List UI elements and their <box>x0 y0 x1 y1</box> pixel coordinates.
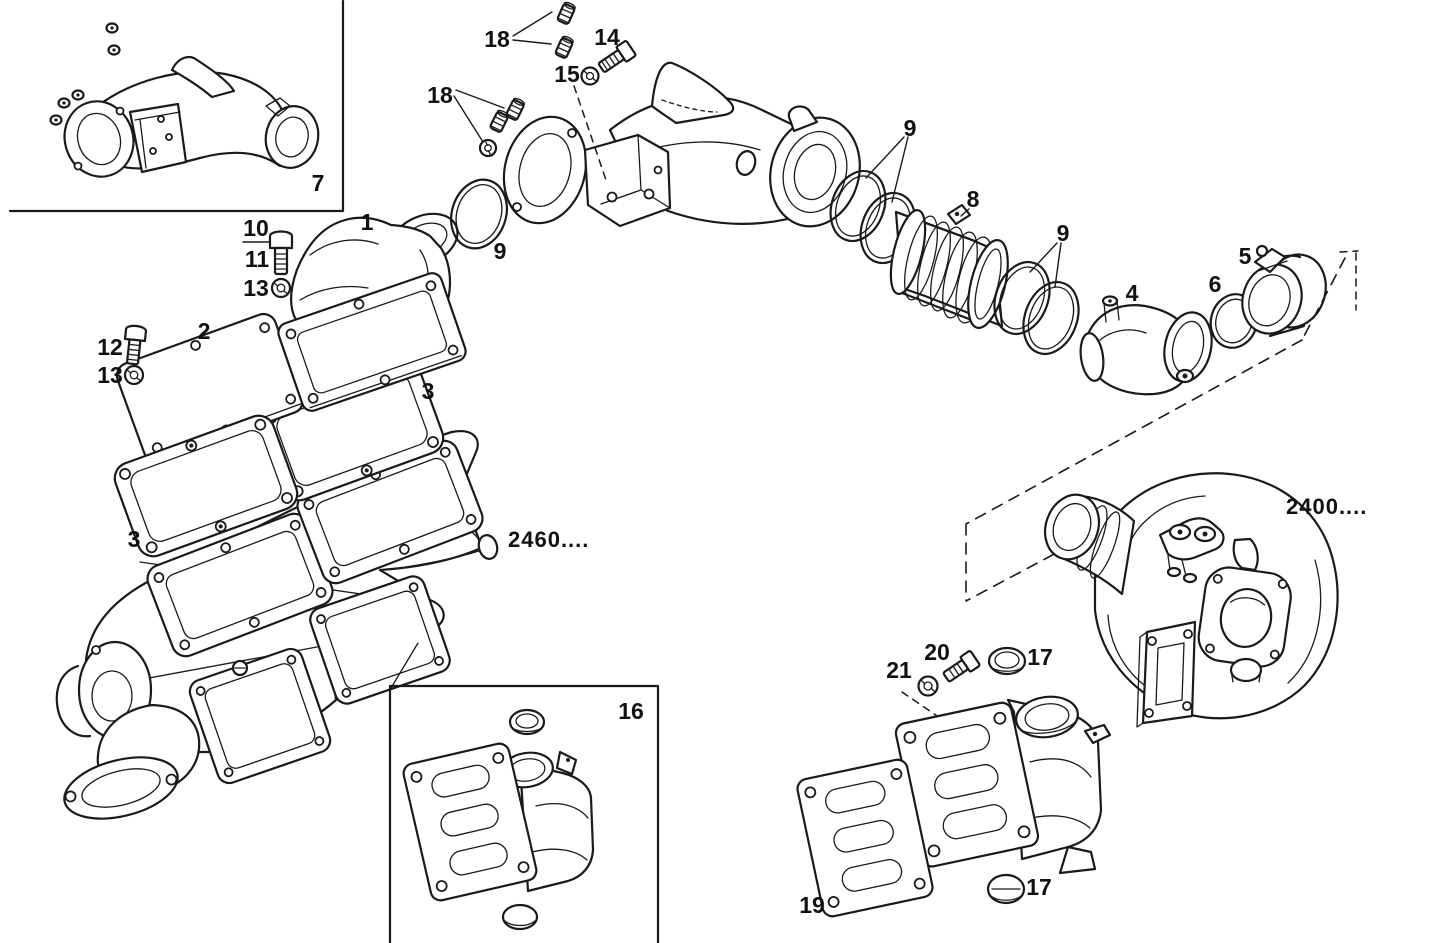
manifold-top-port <box>296 439 484 585</box>
callout-13: 13 <box>97 362 123 388</box>
callout-1: 1 <box>361 209 374 235</box>
callout-10: 10 <box>243 215 269 241</box>
turbocharger-2400 <box>1043 472 1339 728</box>
exhaust-manifold-2460 <box>55 430 499 820</box>
callout-15: 15 <box>554 61 580 87</box>
manifold-front-panel <box>188 647 332 785</box>
clamp-sleeve-5 <box>1241 244 1327 338</box>
bolt-10-11 <box>268 230 294 276</box>
turbo-mount-flange <box>1136 620 1197 728</box>
turbo-inlet <box>1043 493 1136 596</box>
inset-box-16 <box>388 684 660 943</box>
callout-17: 17 <box>1026 874 1052 900</box>
connecting-pipe <box>502 61 861 228</box>
callout-14: 14 <box>594 24 620 50</box>
washer-13-lower <box>123 364 145 386</box>
callout-9: 9 <box>904 115 917 141</box>
bellows-sleeve-8 <box>889 203 1009 329</box>
callout-18: 18 <box>484 26 510 52</box>
riser-gasket-19 <box>796 758 934 918</box>
stud-dots-7 <box>49 22 121 126</box>
callout-labels: 7 18 14 15 18 10 11 13 1 9 12 13 2 3 3 9… <box>97 24 1251 918</box>
inset-box-7 <box>8 0 345 213</box>
exhaust-elbow-1 <box>277 212 467 412</box>
callout-2: 2 <box>198 318 211 344</box>
seal-cap-17-bottom <box>986 873 1026 905</box>
bolt-20 <box>942 650 981 683</box>
washer-13-upper <box>270 277 292 299</box>
callout-20: 20 <box>924 639 950 665</box>
seal-cap-17-top <box>987 646 1027 676</box>
manifold-outlet-elbow <box>63 703 201 820</box>
callout-6: 6 <box>1209 271 1222 297</box>
callout-21: 21 <box>886 657 912 683</box>
callout-12: 12 <box>97 334 123 360</box>
callout-3: 3 <box>422 378 435 404</box>
callout-9: 9 <box>494 238 507 264</box>
ref-label-2460: 2460.... <box>508 527 589 552</box>
callout-9: 9 <box>1057 220 1070 246</box>
manifold-front-panel <box>309 575 451 705</box>
callout-5: 5 <box>1239 243 1252 269</box>
callout-13: 13 <box>243 275 269 301</box>
callout-19: 19 <box>799 892 825 918</box>
callout-7: 7 <box>312 170 325 196</box>
callout-3: 3 <box>128 526 141 552</box>
studs-18 <box>478 1 576 158</box>
callout-8: 8 <box>967 186 980 212</box>
callout-11: 11 <box>245 246 270 272</box>
riser-part-16 <box>402 708 595 931</box>
callout-17: 17 <box>1027 644 1053 670</box>
callout-4: 4 <box>1126 280 1139 306</box>
gasket-3-lower <box>113 414 299 558</box>
washer-21 <box>917 675 939 697</box>
bolt-14 <box>597 40 637 73</box>
riser-housing <box>894 695 1112 875</box>
ref-label-2400: 2400.... <box>1286 494 1367 519</box>
water-elbow-part-7 <box>63 56 320 178</box>
o-ring-9 <box>450 178 508 250</box>
callout-16: 16 <box>618 698 644 724</box>
manifold-bolt-boss <box>231 659 249 677</box>
projection-dashes <box>390 85 1359 723</box>
connection-elbow-4 <box>1079 295 1213 396</box>
washer-15 <box>580 66 600 86</box>
callout-18: 18 <box>427 82 453 108</box>
leader-lines <box>242 11 1062 288</box>
bolt-12 <box>123 324 148 366</box>
o-ring-pair-9 <box>993 261 1080 355</box>
